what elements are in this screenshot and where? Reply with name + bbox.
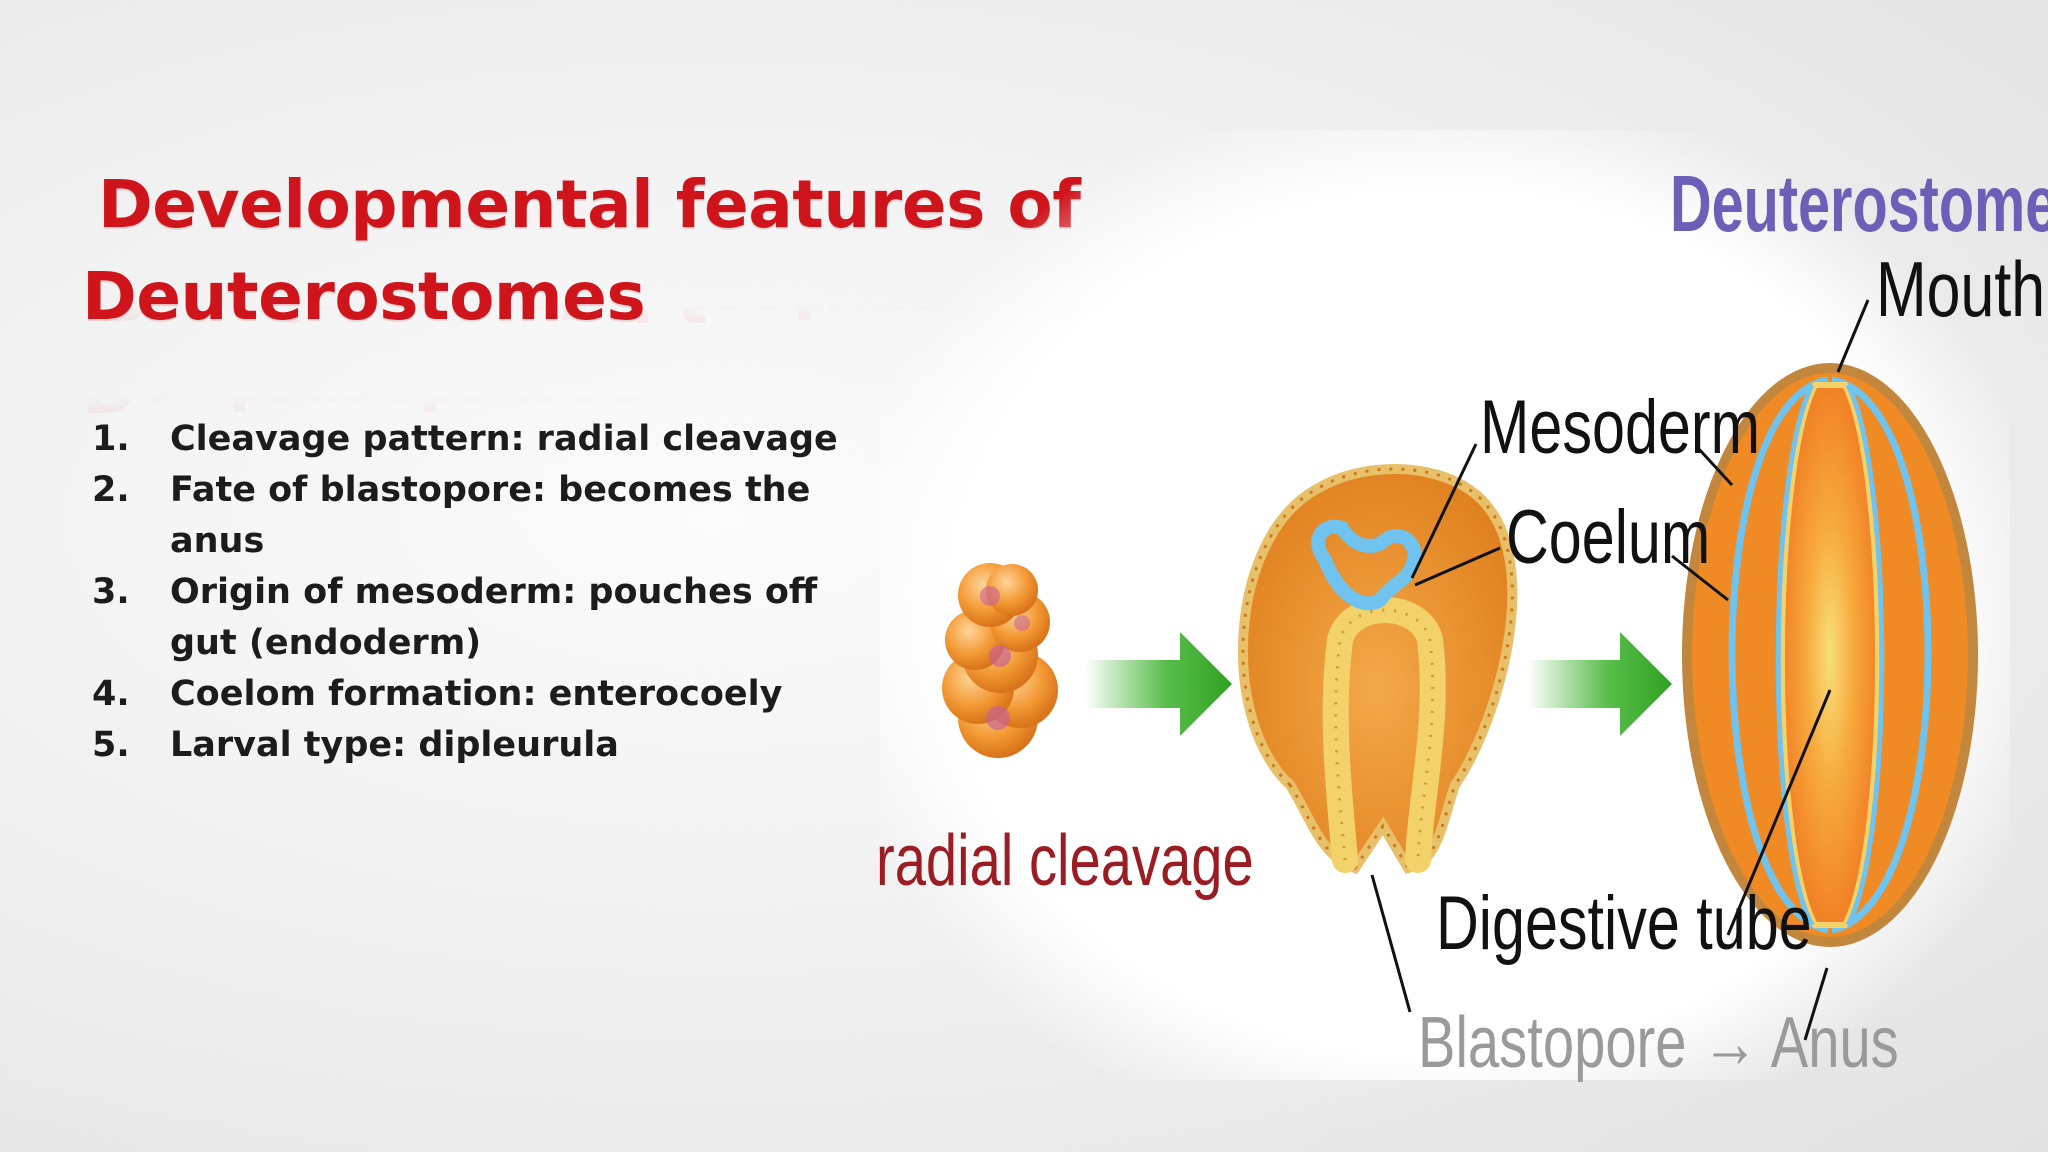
mouth-leader-line: [1836, 299, 1870, 373]
feature-item-1: 1. Cleavage pattern: radial cleavage: [92, 414, 892, 465]
mesoderm-layer-left: [1728, 376, 1829, 934]
feature-text: Origin of mesoderm: pouches off gut (end…: [170, 572, 818, 663]
feature-number: 5.: [92, 725, 130, 765]
coelum-leader-line: [1414, 546, 1501, 587]
coelom-lining-right: [1845, 383, 1885, 927]
arrow-icon: [1528, 632, 1672, 736]
slide-title-line-2: Deuterostomes: [82, 258, 646, 335]
coelum-label: Coelum: [1506, 495, 1711, 580]
coelum-larva-leader-line: [1671, 554, 1729, 602]
feature-text: Fate of blastopore: becomes the anus: [170, 470, 811, 561]
mesoderm-larva-leader-line: [1696, 446, 1734, 487]
anus-leader-line: [1803, 967, 1829, 1041]
gastrula: [1237, 464, 1518, 875]
digestive-tube-leader-line: [1726, 689, 1832, 936]
feature-text: Larval type: dipleurula: [170, 725, 619, 765]
feature-number: 4.: [92, 674, 130, 714]
radial-cleavage-label: radial cleavage: [876, 821, 1254, 901]
feature-number: 2.: [92, 470, 130, 510]
digestive-tube-label: Digestive tube: [1436, 881, 1812, 966]
feature-number: 1.: [92, 419, 130, 459]
feature-item-3: 3. Origin of mesoderm: pouches off gut (…: [92, 567, 892, 669]
cell-nucleus: [989, 645, 1011, 667]
cell-nucleus: [1014, 615, 1030, 631]
cleavage-embryo: [942, 563, 1058, 758]
feature-item-4: 4. Coelom formation: enterocoely: [92, 669, 892, 720]
arrow-icon: [1085, 632, 1232, 736]
blastopore-anus-label: Blastopore → Anus: [1418, 1003, 1899, 1083]
mesoderm-pouch: [1311, 519, 1422, 611]
gastrula-body: [1237, 464, 1518, 875]
archenteron-cells: [1334, 608, 1435, 861]
feature-text: Coelom formation: enterocoely: [170, 674, 783, 714]
feature-text: Cleavage pattern: radial cleavage: [170, 419, 838, 459]
feature-item-2: 2. Fate of blastopore: becomes the anus: [92, 465, 892, 567]
diagram-heading: Deuterostome: [1670, 159, 2048, 248]
mesoderm-layer-right: [1831, 376, 1932, 934]
feature-list: 1. Cleavage pattern: radial cleavage 2. …: [92, 414, 892, 771]
coelom-lining-left: [1775, 383, 1815, 927]
cell-nucleus: [980, 586, 1000, 606]
mesoderm-label: Mesoderm: [1480, 385, 1761, 470]
mesoderm-leader-line: [1410, 443, 1478, 579]
feature-item-5: 5. Larval type: dipleurula: [92, 720, 892, 771]
feature-number: 3.: [92, 572, 130, 612]
leader-lines: [1370, 299, 1870, 1041]
digestive-tube: [1779, 382, 1881, 928]
cell-nucleus: [986, 706, 1010, 730]
larva-cross-section: [1682, 363, 1978, 947]
mouth-label: Mouth: [1876, 245, 2046, 333]
blastopore-leader-line: [1370, 874, 1412, 1013]
embryo-cell: [986, 564, 1038, 616]
